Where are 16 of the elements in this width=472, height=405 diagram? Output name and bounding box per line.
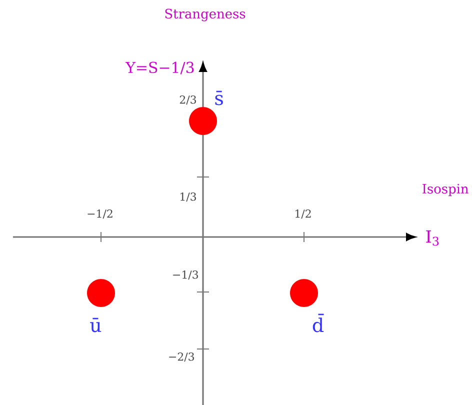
- quark-label: ū: [90, 318, 102, 332]
- tick-label: −1/3: [173, 270, 198, 280]
- dot: [290, 279, 318, 307]
- tick-label: 1/2: [296, 209, 311, 219]
- dot: [87, 279, 115, 307]
- axis-title: Isospin: [422, 184, 468, 196]
- tick-label: 1/3: [180, 192, 196, 202]
- tick-label: 2/3: [180, 95, 196, 105]
- quark-label: d̄: [312, 314, 324, 332]
- axis-title: Strangeness: [165, 8, 246, 22]
- axis-title: Y=S−1/3: [125, 62, 194, 74]
- quark-label: s̄: [215, 90, 223, 106]
- tick-label: −1/2: [88, 209, 112, 219]
- dot: [189, 107, 217, 135]
- axis-title: I$_{3}$: [426, 230, 439, 246]
- tick-label: −2/3: [169, 352, 194, 362]
